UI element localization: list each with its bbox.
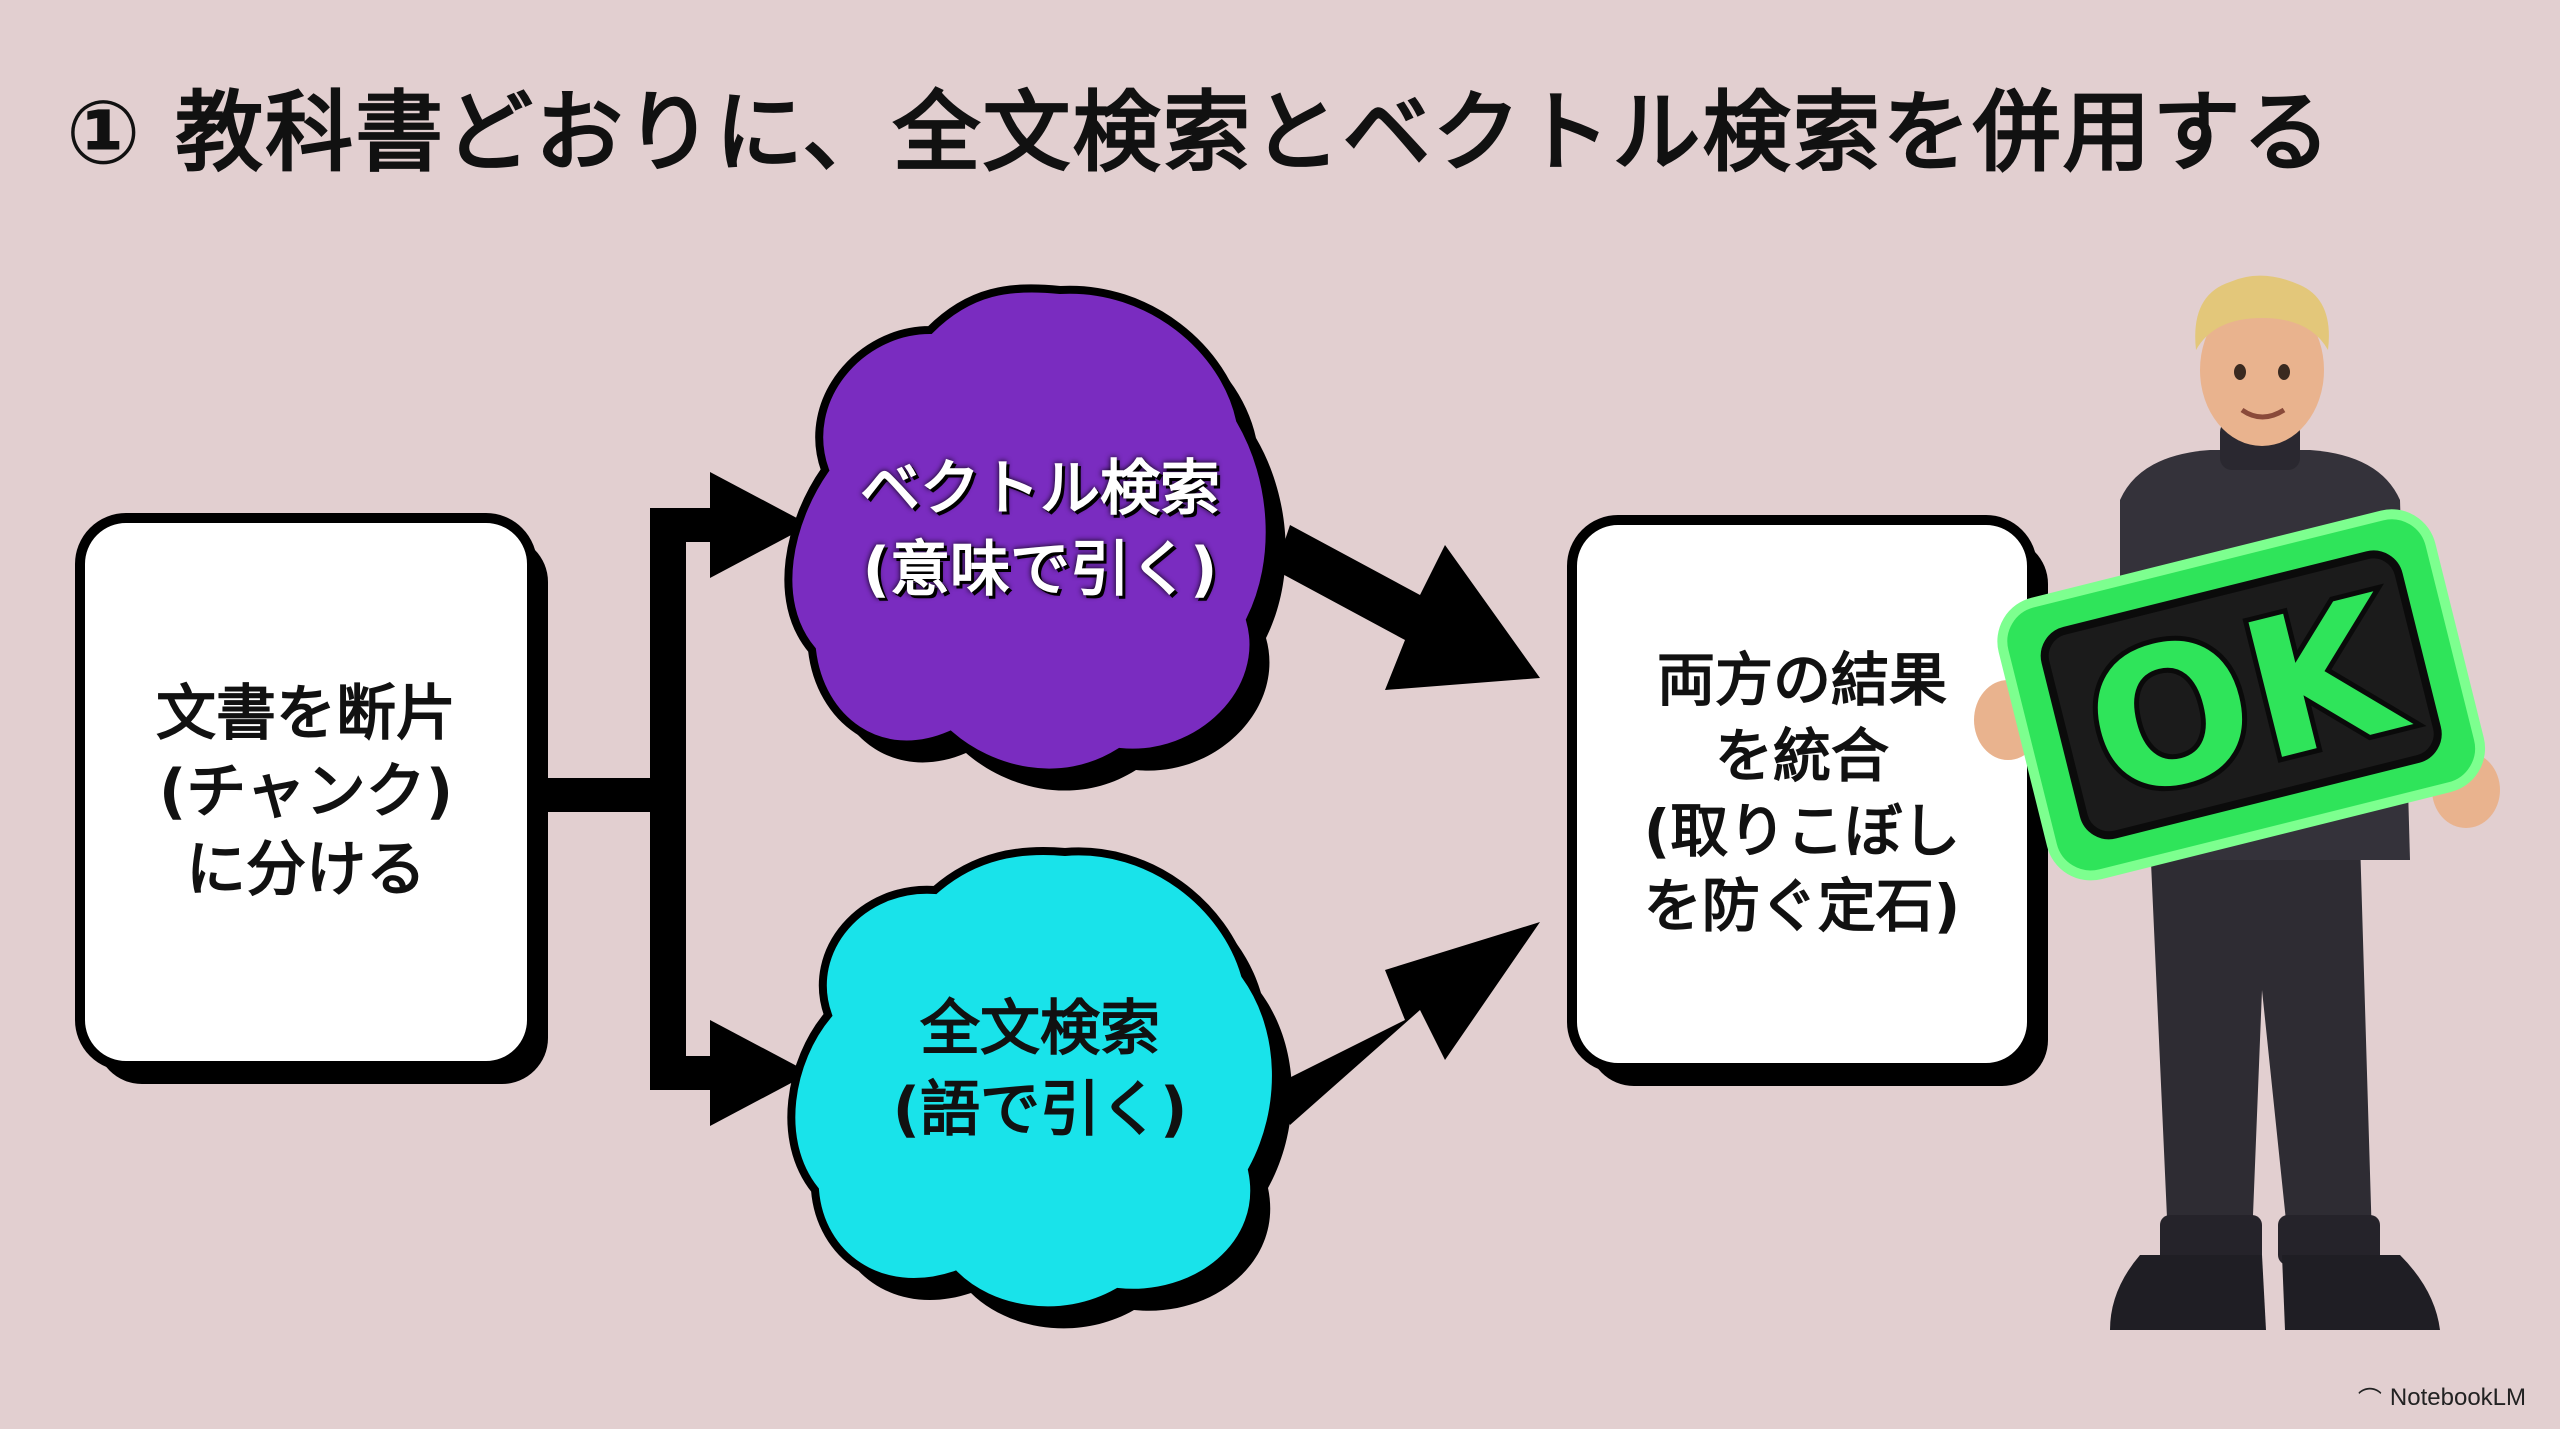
ok-sign: OK	[1997, 509, 2486, 881]
page-title: ① 教科書どおりに、全文検索とベクトル検索を併用する	[66, 81, 2333, 184]
chunk-box	[75, 513, 548, 1084]
notebooklm-logo-icon: ⌒	[2357, 1387, 2382, 1414]
watermark-text: NotebookLM	[2389, 1383, 2526, 1411]
fork-connector	[548, 472, 810, 1126]
fulltext-search-blob	[787, 846, 1292, 1329]
fulltext-search-label: 全文検索 (語で引く)	[892, 994, 1188, 1145]
chunk-box-label: 文書を断片 (チャンク) に分ける	[156, 679, 456, 905]
merge-box	[1567, 515, 2048, 1086]
watermark: ⌒ NotebookLM	[2358, 1380, 2526, 1415]
presenter-character: OK	[1974, 275, 2500, 1330]
vector-search-blob	[784, 284, 1286, 791]
merge-box-label: 両方の結果 を統合 (取りこぼし を防ぐ定石)	[1643, 646, 1961, 941]
vector-search-label: ベクトル検索 (意味で引く)	[860, 454, 1220, 605]
merge-arrows	[1275, 525, 1540, 1125]
